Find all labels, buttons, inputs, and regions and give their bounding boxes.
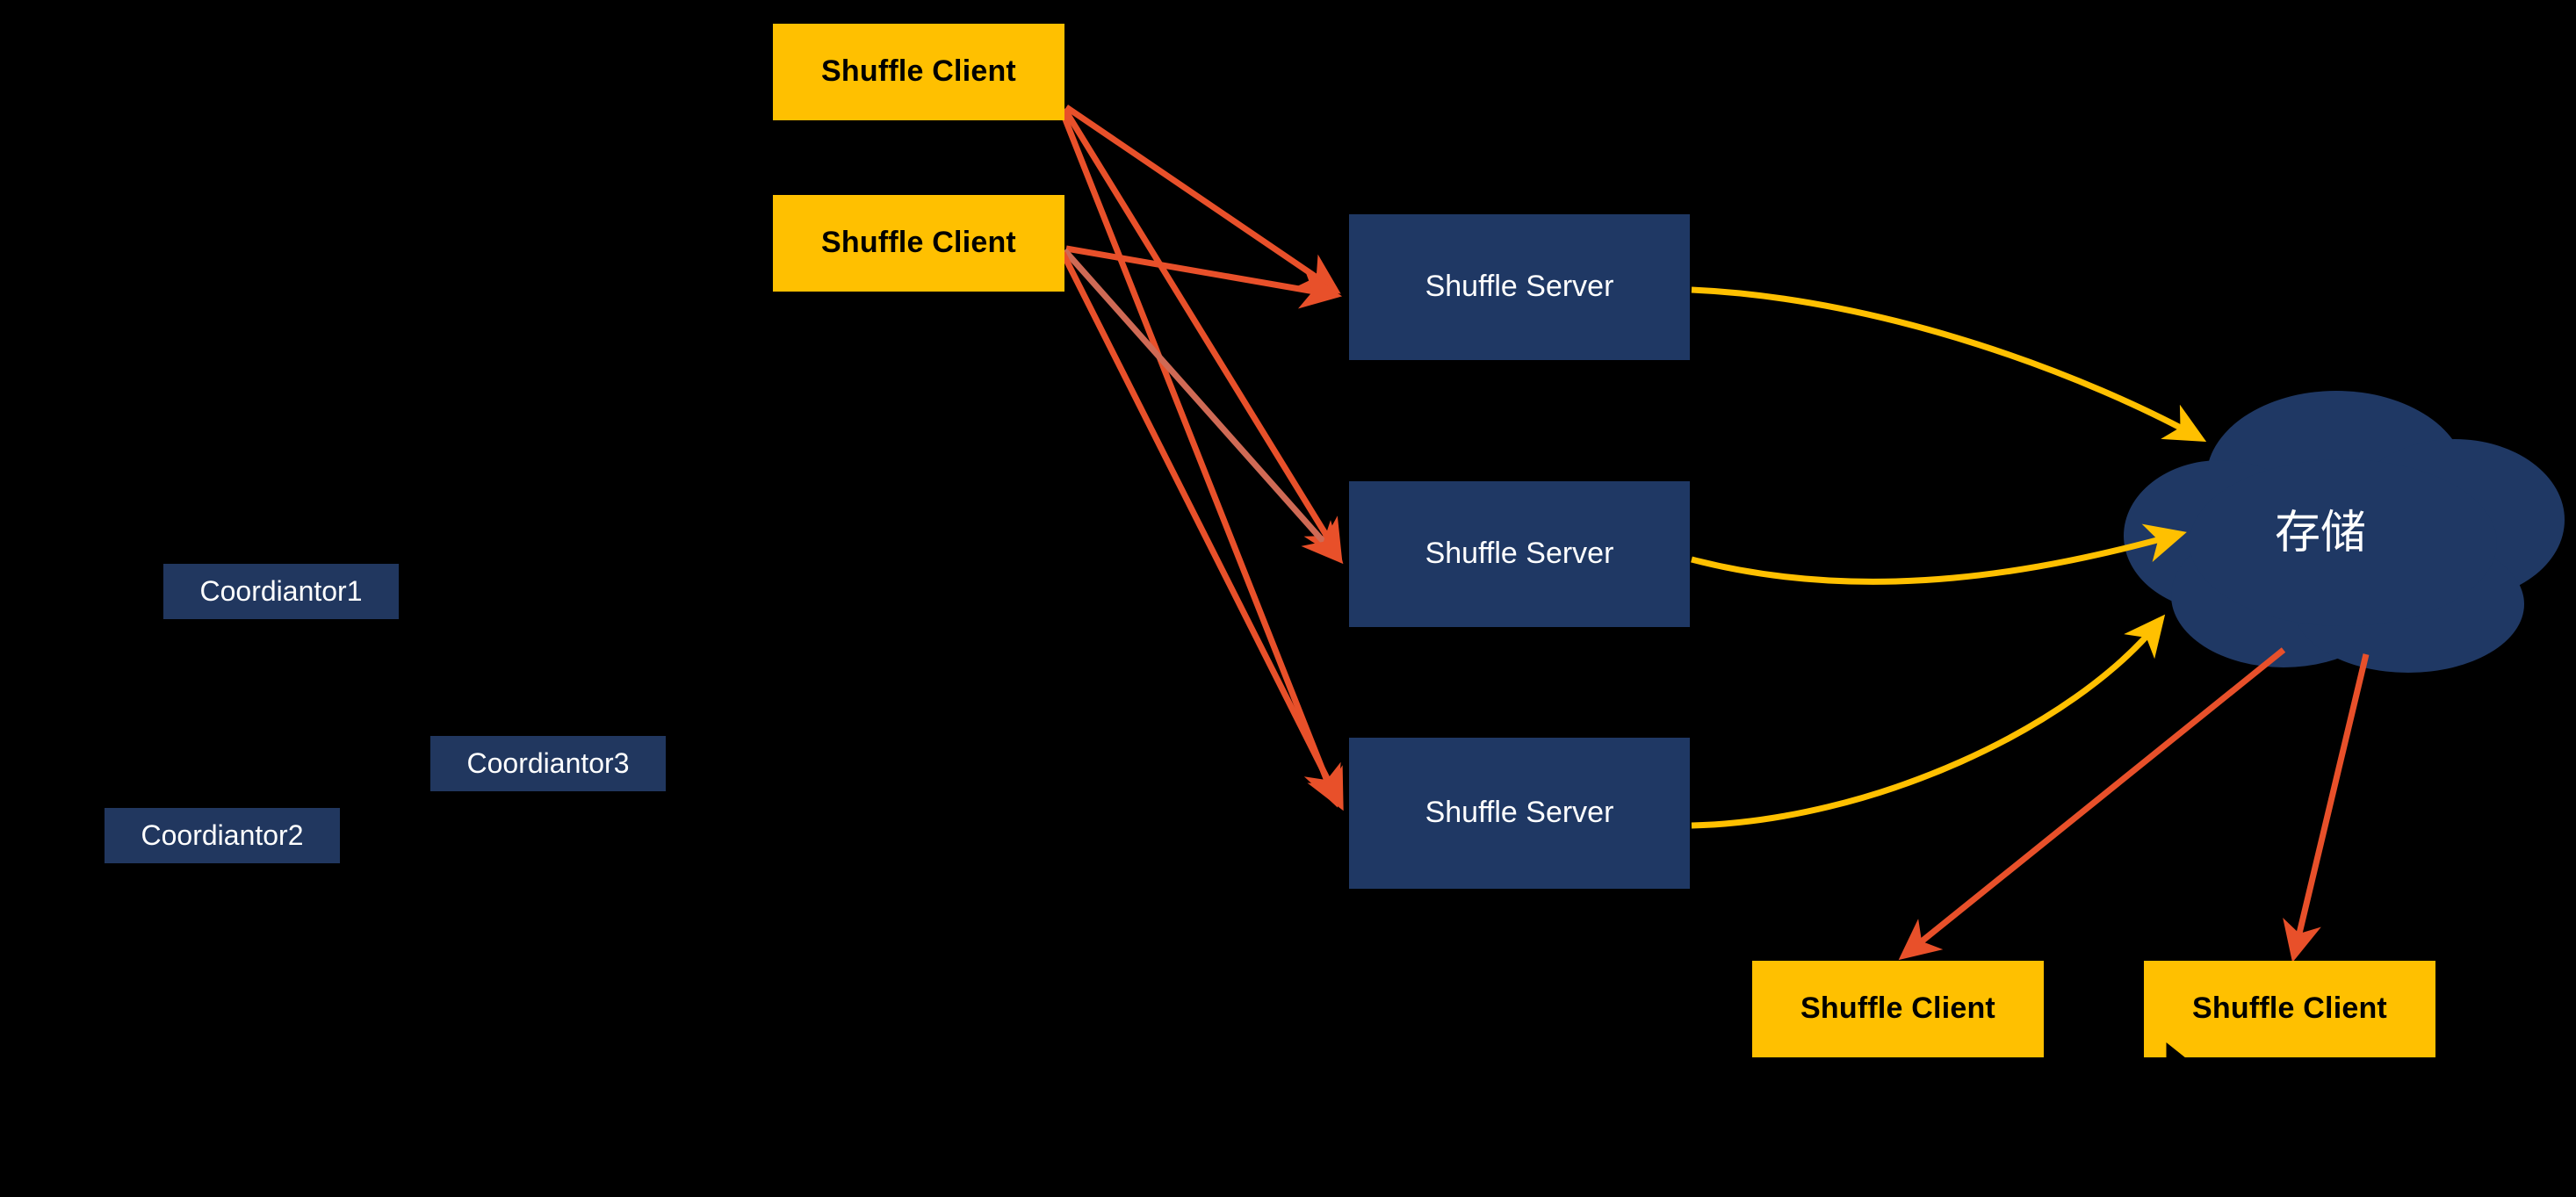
shuffle-client-top-2-label: Shuffle Client [821,226,1016,260]
shuffle-client-bottom-1[interactable]: Shuffle Client [1752,961,2044,1057]
shuffle-client-bottom-2-label: Shuffle Client [2192,991,2387,1026]
coordinator-2-label: Coordiantor2 [141,819,304,852]
coordinator-3[interactable]: Coordiantor3 [430,736,666,791]
shuffle-client-top-1-label: Shuffle Client [821,54,1016,89]
shuffle-client-bottom-2[interactable]: Shuffle Client [2144,961,2435,1057]
shuffle-client-top-1[interactable]: Shuffle Client [773,24,1064,120]
shuffle-server-3-label: Shuffle Server [1425,796,1614,830]
edge-group-storage-to-client [1898,647,2370,963]
edge-group-client-to-server [1058,105,1344,811]
edge-client1-server3 [1058,109,1341,808]
storage-cloud-label: 存储 [2275,507,2367,559]
edge-group-server-to-storage [1691,286,2207,829]
shuffle-server-1[interactable]: Shuffle Server [1349,214,1690,360]
shuffle-server-3[interactable]: Shuffle Server [1349,738,1690,889]
edge-server3-storage [1691,614,2166,829]
edge-client1-server1 [1064,105,1341,294]
shuffle-server-2-label: Shuffle Server [1425,537,1614,571]
shuffle-client-bottom-1-label: Shuffle Client [1800,991,1995,1026]
shuffle-server-1-label: Shuffle Server [1425,270,1614,304]
coordinator-2[interactable]: Coordiantor2 [105,808,340,863]
coordinator-1-label: Coordiantor1 [199,575,363,608]
edge-client2-server3 [1059,251,1344,811]
edge-storage-clientbottom2 [2283,653,2370,963]
coordinator-1[interactable]: Coordiantor1 [163,564,399,619]
edge-server1-storage [1691,286,2207,442]
edge-client2-server2 [1062,248,1344,565]
coordinator-3-label: Coordiantor3 [466,747,630,780]
edge-client2-server1 [1065,245,1343,309]
edge-client1-server2 [1062,107,1343,561]
shuffle-client-top-2[interactable]: Shuffle Client [773,195,1064,292]
edge-storage-clientbottom1 [1898,647,2286,961]
edge-server2-storage [1691,523,2187,585]
shuffle-server-2[interactable]: Shuffle Server [1349,481,1690,627]
